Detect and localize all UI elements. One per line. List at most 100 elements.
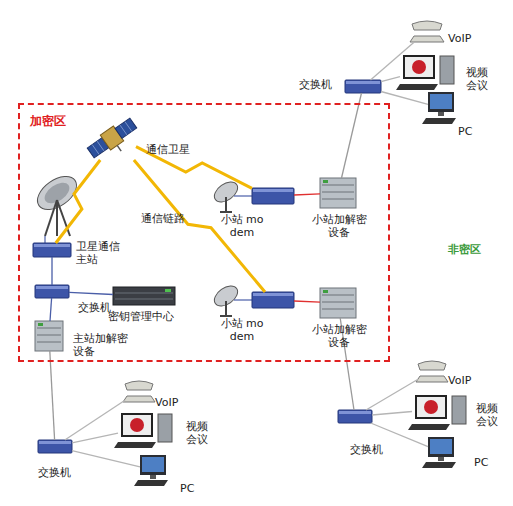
network-wire [294, 194, 320, 195]
server-icon [165, 289, 171, 292]
edge-label: 通信链路 [141, 212, 185, 225]
video-conference-icon [415, 395, 447, 419]
pc-icon [422, 462, 456, 468]
crypto-device-icon [37, 335, 61, 336]
device-box-icon [252, 188, 294, 204]
modem-box: 小站 modem [252, 292, 294, 308]
phone-icon [412, 21, 442, 30]
satellite-link [56, 160, 100, 243]
video-conference-icon [403, 55, 435, 79]
main-dish-icon [56, 200, 58, 236]
small-dish-icon [225, 301, 227, 316]
crypto-device-icon [320, 288, 356, 318]
crypto-device-icon [322, 199, 354, 200]
device-box-icon [338, 410, 372, 423]
pc-icon [142, 457, 164, 472]
small-dish-icon [225, 197, 227, 212]
device-highlight [34, 81, 380, 444]
satellite-icon [86, 116, 143, 166]
server-icon [113, 287, 175, 305]
video-conference-icon [440, 56, 454, 84]
crypto-box: 小站加解密设备 [320, 288, 356, 318]
satellite-node: 通信卫星 [88, 116, 136, 160]
small-dish-icon [234, 299, 252, 300]
network-wire [372, 412, 412, 416]
node-label: 通信卫星 [146, 143, 206, 156]
crypto-device-icon [323, 180, 328, 183]
satellite-icon [125, 122, 132, 132]
zone-label: 非密区 [448, 243, 481, 256]
video-conference-icon [123, 415, 151, 435]
modem-box: 小站 modem [252, 188, 294, 204]
server-icon [115, 299, 173, 300]
video-conference-icon [452, 396, 466, 424]
pc-icon [430, 94, 452, 109]
node-label: 交换机 [38, 466, 82, 479]
node-label: 密钥管理中心 [108, 310, 188, 323]
video-node: 视频会议 [412, 392, 470, 426]
device-box-icon [252, 292, 294, 308]
device-highlight [339, 411, 371, 414]
station-box: 卫星通信主站 [33, 243, 71, 257]
phone-node: VoIP [125, 380, 153, 402]
network-wire [50, 351, 55, 440]
pc-node: PC [140, 455, 166, 485]
node-label: PC [458, 125, 488, 138]
pc-icon [140, 455, 166, 475]
video-conference-icon [396, 84, 438, 90]
node-label: 小站加解密设备 [310, 213, 368, 239]
satellite-icon [117, 145, 121, 151]
phone-node: VoIP [412, 20, 442, 42]
crypto-device-icon [322, 185, 354, 186]
crypto-box: 主站加解密设备 [35, 321, 63, 351]
pc-node: PC [428, 437, 454, 467]
node-label: PC [180, 482, 210, 495]
device-box-icon [33, 243, 71, 257]
phone-icon [123, 21, 448, 402]
node-label: VoIP [448, 32, 488, 45]
device-box-icon [35, 285, 69, 298]
satellite-icon [92, 145, 99, 155]
switch-box: 交换机 [35, 285, 69, 298]
device-highlight [253, 189, 293, 192]
pc-icon [438, 112, 444, 116]
server-icon [113, 287, 175, 305]
node-label: 小站 modem [220, 317, 264, 343]
pc-icon [428, 92, 454, 112]
network-wire [69, 292, 113, 294]
device-highlight [36, 286, 68, 289]
crypto-device-icon [37, 342, 61, 343]
video-conference-icon [405, 57, 433, 77]
video-conference-icon [130, 418, 144, 432]
small-dish-icon [211, 178, 252, 212]
switch-box: 交换机 [338, 410, 372, 423]
pc-icon [422, 118, 456, 124]
satellite-icon [97, 141, 104, 151]
node-label: VoIP [155, 396, 195, 409]
switch-box: 交换机 [38, 440, 72, 453]
node-label: 小站加解密设备 [310, 323, 368, 349]
video-conference-icon [121, 413, 153, 437]
small-dish-icon [211, 282, 252, 316]
pc-node: PC [428, 92, 454, 124]
node-label: 视频会议 [466, 66, 492, 92]
crypto-device-icon [322, 302, 354, 303]
network-wire [65, 400, 125, 440]
phone-icon [123, 396, 155, 402]
small-dish-icon [220, 211, 232, 213]
crypto-device-icon [322, 192, 354, 193]
crypto-device-icon [323, 290, 328, 293]
network-wire [51, 257, 52, 285]
pc-icon [134, 480, 168, 486]
small-dish-icon [220, 315, 232, 317]
crypto-device-icon [37, 328, 61, 329]
pc-icon [150, 475, 156, 479]
network-wire [50, 298, 52, 321]
satellite-link [134, 160, 265, 292]
main-dish-icon [57, 200, 70, 236]
video-conference-icon [158, 414, 172, 442]
node-label: 卫星通信主站 [76, 240, 124, 266]
device-highlight [34, 244, 70, 247]
node-label: 小站 modem [220, 213, 264, 239]
pc-icon [438, 457, 444, 461]
